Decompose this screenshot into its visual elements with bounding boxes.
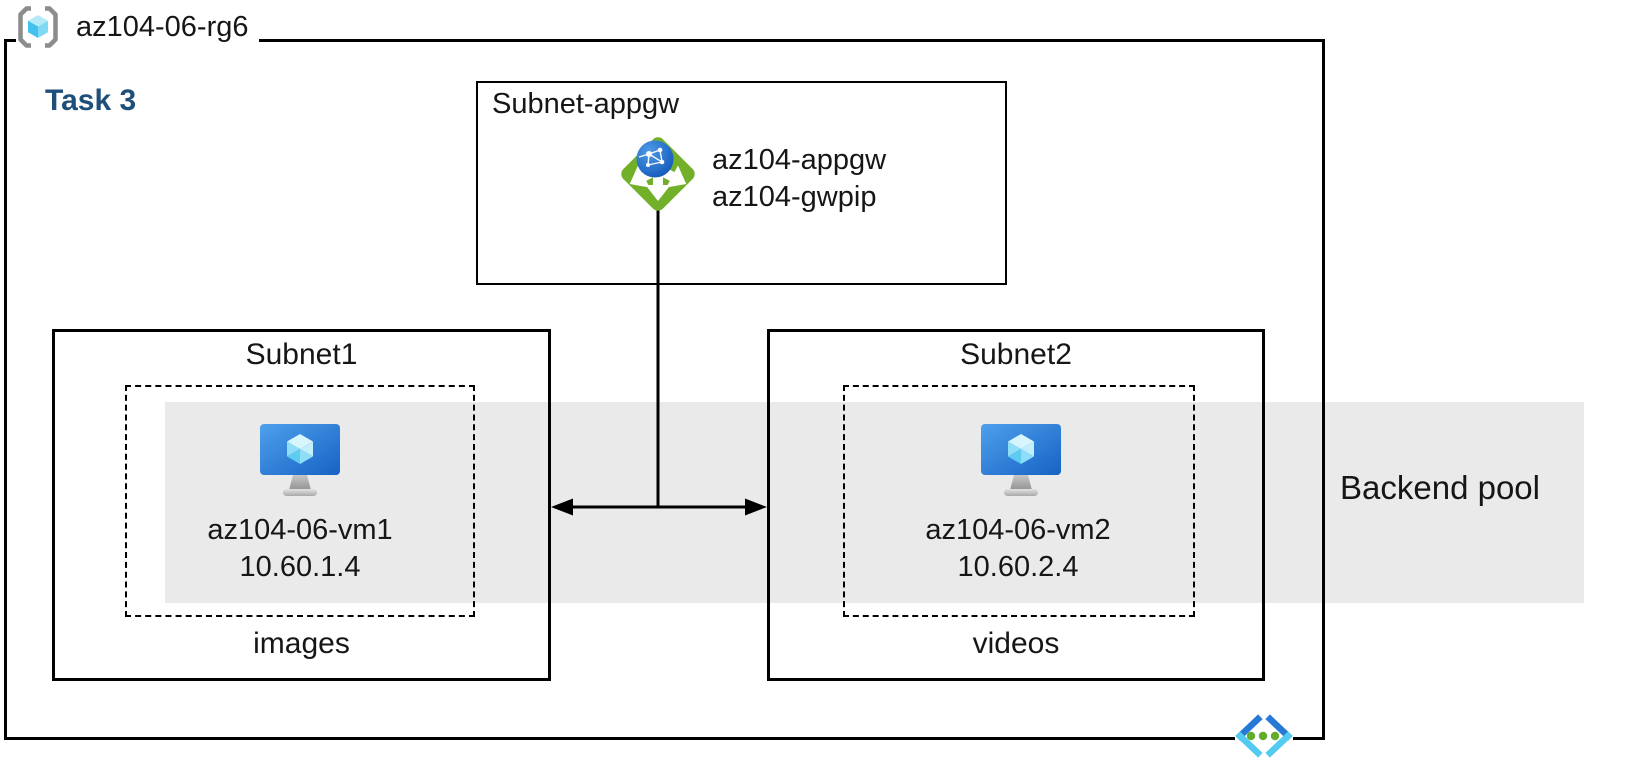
subnet2-backend-dashed-box [843, 385, 1195, 617]
resource-group-label: az104-06-rg6 [16, 4, 259, 50]
subnet-appgw-box [476, 81, 1007, 285]
task-label: Task 3 [45, 84, 137, 117]
virtual-network-icon [1235, 714, 1293, 758]
subnet1-backend-dashed-box [125, 385, 475, 617]
resource-group-box [4, 39, 1325, 740]
resource-group-icon [18, 6, 58, 48]
vm2-icon [981, 424, 1061, 496]
resource-group-title: az104-06-rg6 [76, 10, 249, 43]
appgw-public-ip-name: az104-gwpip [712, 181, 877, 213]
subnet2-caption: videos [972, 627, 1060, 660]
subnet2-title: Subnet2 [960, 338, 1072, 371]
subnet1-box [52, 329, 551, 681]
appgw-resource-names: az104-appgw az104-gwpip [712, 142, 886, 216]
subnet-appgw-title: Subnet-appgw [492, 88, 680, 120]
vm1-ip: 10.60.1.4 [239, 551, 361, 583]
backend-pool-label: Backend pool [1340, 469, 1540, 506]
vm2-ip: 10.60.2.4 [957, 551, 1079, 583]
vm2-name: az104-06-vm2 [925, 514, 1111, 546]
appgw-name: az104-appgw [712, 144, 887, 176]
subnet1-title: Subnet1 [245, 338, 358, 371]
subnet2-box [767, 329, 1265, 681]
backend-pool-band [165, 402, 1584, 603]
vm2-labels: az104-06-vm2 10.60.2.4 [843, 512, 1193, 586]
subnet1-caption: images [253, 627, 350, 660]
vm1-icon [260, 424, 340, 496]
vm1-labels: az104-06-vm1 10.60.1.4 [125, 512, 475, 586]
vm1-name: az104-06-vm1 [207, 514, 393, 546]
application-gateway-icon [621, 137, 695, 211]
